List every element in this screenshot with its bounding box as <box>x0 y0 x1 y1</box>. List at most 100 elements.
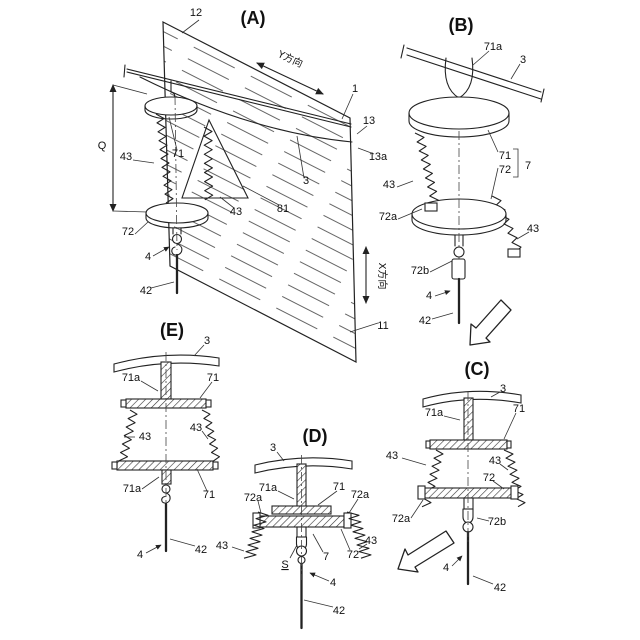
coil-spring-right-e <box>201 409 221 462</box>
figure-a-title: (A) <box>241 8 266 28</box>
label-43-left-c: 43 <box>386 450 398 462</box>
label-43-right-e: 43 <box>190 422 202 434</box>
spring-cap-right-c <box>510 485 519 500</box>
label-71a-top-e: 71a <box>122 372 141 384</box>
label-13: 13 <box>363 115 375 127</box>
label-13a: 13a <box>369 151 388 163</box>
label-72a-left-d: 72a <box>244 492 263 504</box>
flow-arrow-b-to-c <box>469 299 512 346</box>
rod-b <box>400 44 545 103</box>
flange-tab <box>425 440 431 449</box>
spring-cap-right-b <box>507 248 521 258</box>
label-42-b: 42 <box>419 315 431 327</box>
leader-lines-c <box>401 391 517 585</box>
figure-d-title: (D) <box>303 426 328 446</box>
label-4-b: 4 <box>426 290 432 302</box>
label-11: 11 <box>377 320 388 332</box>
leader-lines-e <box>124 344 213 547</box>
flange-tab <box>120 399 127 408</box>
leader-lines-a <box>132 19 379 333</box>
label-72-a: 72 <box>122 226 134 238</box>
label-72a-b: 72a <box>379 211 398 223</box>
label-s-d: S <box>281 559 288 571</box>
label-y-direction: Y方向 <box>275 47 305 70</box>
coil-spring-left-e <box>118 409 138 462</box>
label-43-right-b: 43 <box>527 223 539 235</box>
label-71a-d: 71a <box>259 482 278 494</box>
label-72a-right-d: 72a <box>351 489 370 501</box>
label-43-left-e: 43 <box>139 431 151 443</box>
figure-c: (C) 3 71a 71 43 43 72 72a 72b 4 42 <box>386 359 526 594</box>
coil-spring-left-b <box>414 132 440 206</box>
label-4-d: 4 <box>330 577 336 589</box>
figure-c-title: (C) <box>465 359 490 379</box>
leader-lines-d <box>231 451 368 608</box>
label-71-c: 71 <box>513 403 525 415</box>
label-43-left-a: 43 <box>120 151 132 163</box>
figure-b-title: (B) <box>449 15 474 35</box>
figure-d: (D) 3 71a 71 72a 72a 43 43 7 72 S 4 42 <box>216 426 455 630</box>
label-3-c: 3 <box>500 383 506 395</box>
label-43-left-d: 43 <box>216 540 228 552</box>
q-dimension <box>109 84 148 213</box>
label-71a-c: 71a <box>425 407 444 419</box>
label-72-d: 72 <box>347 549 359 561</box>
coil-spring-mid <box>203 126 214 201</box>
flange-tab <box>506 440 512 449</box>
label-72a-c: 72a <box>392 513 411 525</box>
label-71a-bottom-e: 71a <box>123 483 142 495</box>
figure-e-title: (E) <box>160 320 184 340</box>
spring-cap-right-d <box>343 512 352 529</box>
label-72-c: 72 <box>483 472 495 484</box>
label-43-left-b: 43 <box>383 179 395 191</box>
triangle-bracket <box>181 118 249 199</box>
label-3a: 3 <box>303 175 309 187</box>
label-4-a: 4 <box>145 251 151 263</box>
label-42-a: 42 <box>140 285 152 297</box>
claw-hook <box>444 57 474 99</box>
leader-4e <box>145 544 162 554</box>
flow-arrow-to-d <box>397 530 455 573</box>
label-12: 12 <box>190 7 202 19</box>
label-3-d: 3 <box>270 442 276 454</box>
center-axis <box>174 95 178 251</box>
label-71-bottom-e: 71 <box>203 489 215 501</box>
label-42-e: 42 <box>195 544 207 556</box>
hanging-rod <box>123 64 352 128</box>
flange-tab <box>111 461 118 470</box>
label-3-e: 3 <box>204 335 210 347</box>
upper-flange-c <box>429 439 508 450</box>
leader-4d <box>309 572 330 582</box>
group-bracket <box>513 148 519 178</box>
label-q: Q <box>98 140 107 152</box>
label-72b-b: 72b <box>411 265 429 277</box>
label-71-d: 71 <box>333 481 345 493</box>
coil-spring-right-d <box>346 511 372 559</box>
label-71-a: 71 <box>172 148 184 160</box>
label-x-direction: X方向 <box>376 263 389 290</box>
label-42-c: 42 <box>494 582 506 594</box>
figure-b: (B) 71a 3 43 71 72 7 72a 43 72b 4 42 <box>379 15 545 346</box>
spring-cap-left-b <box>424 202 438 212</box>
lower-flange-e <box>116 460 214 471</box>
label-42-d: 42 <box>333 605 345 617</box>
leader-4a <box>152 246 170 257</box>
label-4-c: 4 <box>443 562 449 574</box>
leader-4c <box>451 555 463 567</box>
stem-bottom-c <box>463 497 474 510</box>
upper-disc-b <box>408 96 510 138</box>
label-7-d: 7 <box>323 551 329 563</box>
label-71a-b: 71a <box>484 41 503 53</box>
swivel-c <box>462 508 474 533</box>
swivel-b <box>451 234 466 280</box>
upper-disc <box>144 96 198 120</box>
coil-spring-left <box>155 113 174 204</box>
stem-top-c <box>463 397 474 441</box>
screen-panel <box>162 21 357 363</box>
leader-4b <box>434 290 451 297</box>
coil-spring-left-d <box>243 511 269 559</box>
flange-tab <box>212 461 219 470</box>
label-43-right-d: 43 <box>365 535 377 547</box>
figure-a: (A) 12 Y方向 1 13 13a 3 Q 43 71 43 81 72 4… <box>98 7 389 363</box>
label-72-b: 72 <box>499 164 511 176</box>
